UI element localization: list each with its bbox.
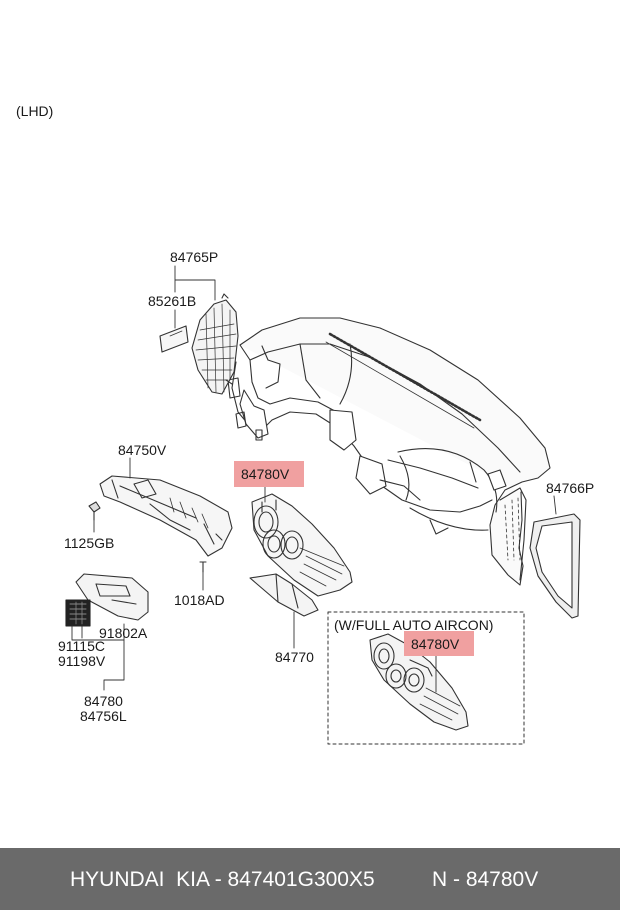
part-label-84780: 84780: [84, 693, 123, 709]
variant-box: [327, 611, 525, 745]
footer-bar: HYUNDAI KIA - 847401G300X5 N - 84780V: [0, 848, 620, 910]
part-label-91115c: 91115C: [58, 638, 105, 654]
variant-fascia-drawing: [369, 633, 469, 731]
part-label-91198v: 91198V: [58, 653, 106, 669]
part-label-85261b: 85261B: [148, 293, 197, 309]
footer-brand-part-number: HYUNDAI KIA - 847401G300X5: [70, 868, 375, 891]
screw-1125gb-drawing: [88, 501, 101, 521]
side-cover-left-drawing: [191, 293, 239, 395]
highlight-84780v-main: [234, 461, 304, 487]
footer-part-ref: N - 84780V: [432, 868, 539, 891]
variant-caption: (W/FULL AUTO AIRCON): [334, 617, 494, 633]
side-cover-right-drawing: [529, 513, 581, 619]
part-label-84770: 84770: [275, 649, 314, 665]
part-label-1125gb: 1125GB: [64, 535, 115, 551]
highlight-84780v-variant: [404, 631, 474, 656]
crash-pad-drawing: [227, 317, 551, 586]
lower-tray-drawing: [249, 573, 319, 617]
part-label-84750v: 84750V: [118, 442, 167, 458]
part-label-84765p: 84765P: [170, 249, 219, 265]
part-label-84756l: 84756L: [80, 708, 127, 724]
switch-panel-drawing: [65, 573, 149, 627]
label-sticker-drawing: [159, 325, 189, 353]
part-label-84780v-main: 84780V: [241, 466, 290, 482]
part-label-84766p: 84766P: [546, 480, 595, 496]
leader-lines: [71, 265, 557, 693]
view-tag: (LHD): [16, 103, 54, 119]
center-fascia-drawing: [251, 493, 353, 597]
lower-panel-drawing: [99, 475, 233, 557]
diagram-drawing: [65, 265, 581, 745]
parts-diagram: (LHD) 84765P 85261B 84750V 1125GB 84780V…: [16, 103, 595, 745]
part-label-84780v-variant: 84780V: [411, 636, 460, 652]
part-label-1018ad: 1018AD: [174, 592, 225, 608]
screw-1018ad-drawing: [199, 561, 207, 573]
part-label-91802a: 91802A: [99, 625, 148, 641]
